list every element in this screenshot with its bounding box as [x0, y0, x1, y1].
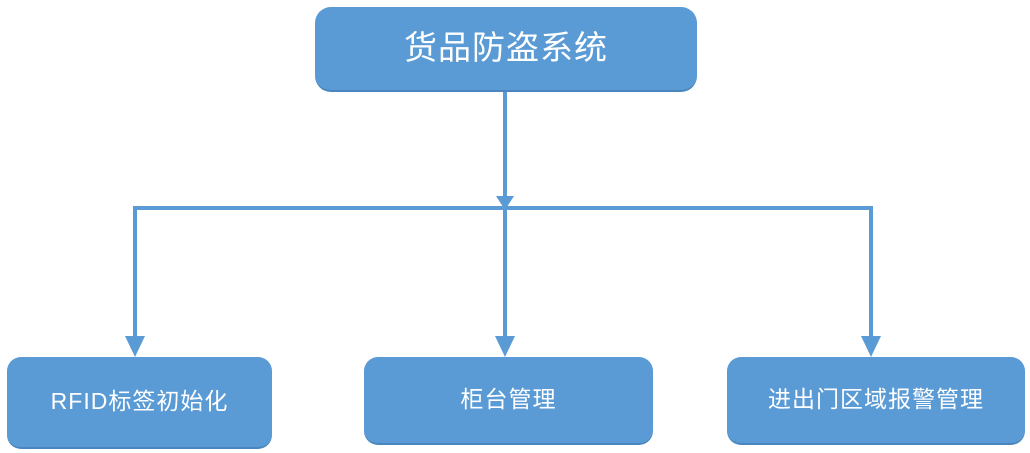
connector-root-to-bus	[496, 92, 514, 210]
arrowhead-icon	[495, 336, 515, 357]
node-child-counter-management[interactable]: 柜台管理	[364, 357, 653, 445]
node-child-label: 柜台管理	[460, 386, 557, 413]
arrowhead-icon	[861, 336, 881, 357]
node-child-label: 进出门区域报警管理	[768, 386, 984, 413]
node-child-gate-area-alarm-management[interactable]: 进出门区域报警管理	[727, 357, 1025, 445]
arrowhead-icon	[125, 336, 145, 357]
connector-bus-to-child-2	[861, 208, 881, 357]
node-child-label: RFID标签初始化	[50, 388, 229, 415]
connector-bus-to-child-0	[125, 208, 145, 357]
connector-bus-to-child-1	[495, 208, 515, 357]
node-root[interactable]: 货品防盗系统	[315, 7, 697, 92]
node-child-rfid-tag-init[interactable]: RFID标签初始化	[7, 357, 272, 449]
node-root-label: 货品防盗系统	[404, 29, 608, 67]
arrowhead-icon	[496, 196, 514, 210]
